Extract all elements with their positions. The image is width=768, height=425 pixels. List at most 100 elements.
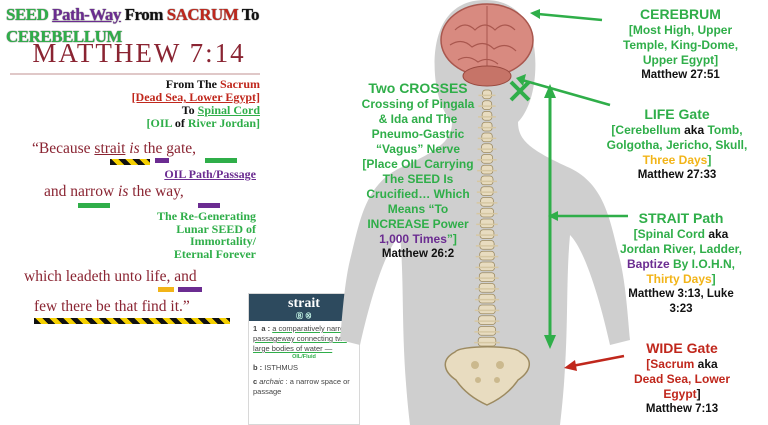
kjv-line-3: which leadeth unto life, and [24, 268, 197, 285]
sacral-foramen [494, 377, 500, 383]
brain-folds [449, 24, 517, 65]
oil-path-label: OIL Path/Passage [164, 167, 256, 181]
dictionary-word: strait [288, 296, 320, 311]
life-gate-label: LIFE Gate [Cerebellum aka Tomb, Golgotha… [588, 106, 766, 183]
vertebra [481, 121, 493, 132]
pointer-wide [571, 354, 625, 368]
green-bar [78, 203, 110, 208]
sense-archaic: archaic [259, 377, 284, 386]
kjv-is: is [114, 183, 129, 200]
sense-label: b : [253, 363, 263, 372]
wide-sacrum: [Sacrum [646, 357, 695, 371]
crosses-line: [Place OIL Carrying [362, 157, 474, 171]
vertebra [479, 218, 495, 229]
sense-text: ISTHMUS [264, 363, 299, 372]
sacral-foramen [496, 361, 504, 369]
sense-1c: c archaic : a narrow space or passage [253, 377, 355, 397]
kjv-line-2: and narrow is the way, [44, 183, 184, 201]
arrow-head [564, 360, 577, 371]
title-seed: SEED [6, 5, 53, 24]
strait-aka: aka [704, 227, 729, 241]
cerebrum-line: Temple, King-Dome, [622, 38, 739, 52]
vertebra [479, 229, 495, 239]
regen-line-2: Lunar SEED of [176, 221, 256, 236]
vertebra [480, 164, 494, 175]
wide-line: Dead Sea, Lower [633, 372, 731, 386]
arrow-head-up [544, 84, 556, 98]
kjv-is: is [125, 140, 140, 157]
crosses-line: Crossing of Pingala [361, 97, 475, 111]
arrow-head-down [544, 335, 556, 349]
title-cerebellum: CEREBELLUM [6, 27, 122, 46]
oil-fluid-note: OIL/Fluid [292, 354, 316, 360]
life-bracket: ] [707, 153, 712, 167]
kjv-line-4: few there be that find it.” [34, 298, 190, 315]
audio-share-icon[interactable]: Ⓑ ⊗ [296, 312, 312, 320]
wide-bracket: ] [696, 387, 701, 401]
wide-aka: aka [694, 357, 718, 371]
oil-note-c: River Jordan] [187, 116, 260, 130]
to-spinal-cord: Spinal Cord [197, 103, 260, 117]
strait-path-label: STRAIT Path [Spinal Cord aka Jordan Rive… [598, 210, 764, 317]
dictionary-header: strait Ⓑ ⊗ [249, 294, 359, 321]
life-tomb: Tomb, [707, 123, 743, 137]
vertebra [480, 186, 494, 196]
from-sacrum: Sacrum [220, 77, 260, 91]
vertebra [481, 100, 493, 110]
life-title: LIFE Gate [644, 106, 710, 122]
sense-1a: 1 a : a comparatively narrow passageway … [253, 324, 355, 354]
vertebra [478, 293, 496, 304]
regen-line-4: Eternal Forever [173, 246, 256, 261]
kjv-text: and [44, 183, 71, 200]
hazard-stripe [110, 159, 150, 165]
purple-bar [155, 158, 169, 163]
vertebra [482, 89, 492, 100]
kjv-text: the way, [128, 183, 184, 200]
vertebra [481, 111, 493, 121]
verse-reference: Matthew 7:14 [32, 38, 246, 68]
wide-egypt: Egypt [663, 387, 697, 401]
strait-bracket: ] [711, 272, 716, 286]
header-title: SEED Path-Way From SACRUM To CEREBELLUM [6, 4, 268, 48]
strait-ref: 3:23 [669, 303, 693, 315]
strait-baptize: Baptize [626, 257, 670, 271]
strait-line: Baptize By I.O.H.N, [598, 257, 764, 272]
strait-line: Jordan River, Ladder, [619, 242, 743, 256]
sense-label: a : [261, 324, 271, 333]
wide-line: [Sacrum aka [612, 357, 752, 372]
sense-label: c [253, 377, 258, 386]
crosses-label: Two CROSSES Crossing of Pingala & Ida an… [338, 80, 498, 262]
life-aka: aka [680, 123, 708, 137]
sacral-foramen [471, 361, 479, 369]
crosses-line: Crucified… Which [366, 187, 470, 201]
life-cerebellum: [Cerebellum [611, 123, 681, 137]
crosses-line: 1,000 Times”] [338, 232, 498, 247]
vertebra [480, 197, 494, 207]
vertebra [479, 240, 495, 250]
kjv-text: “Because [32, 140, 95, 157]
cerebrum-label: CEREBRUM [Most High, Upper Temple, King-… [598, 6, 763, 83]
regen-line-3: Immortality/ [190, 234, 256, 248]
hazard-stripe [34, 318, 230, 324]
vertebra [478, 315, 496, 325]
arrow-head [548, 211, 558, 221]
kjv-strait: strait [94, 140, 126, 157]
arrow-head [530, 9, 540, 19]
pointer-life [521, 78, 611, 107]
wide-ref: Matthew 7:13 [645, 403, 719, 415]
crosses-ref: Matthew 26:2 [381, 248, 455, 260]
vertebra [479, 250, 495, 261]
pointer-cerebrum [537, 12, 603, 22]
title-pathway: Path-Way [52, 5, 121, 24]
crosses-1000: 1,000 Times [379, 232, 447, 246]
cerebrum-line: Upper Egypt] [642, 53, 719, 67]
title-from: From [120, 5, 167, 24]
vertebra [479, 261, 495, 272]
sacrum-note: [Dead Sea, Lower Egypt] [131, 90, 260, 104]
vertebra [480, 207, 494, 218]
vertebra [478, 304, 496, 315]
strait-spinal: [Spinal Cord [633, 227, 705, 241]
crosses-bracket: ”] [446, 232, 457, 246]
oil-path-note: OIL Path/Passage [150, 168, 256, 181]
yellow-bar [158, 287, 174, 292]
